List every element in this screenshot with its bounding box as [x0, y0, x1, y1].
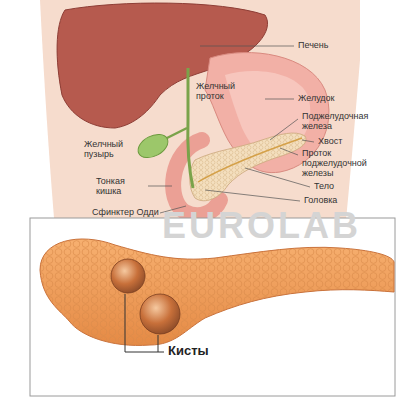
- part-label: Поджелудочная железа: [302, 112, 382, 132]
- part-label: Желчный пузырь: [84, 140, 134, 160]
- part-label: Желчный проток: [196, 82, 246, 102]
- cyst: [140, 294, 180, 334]
- part-label: Желудок: [298, 94, 388, 104]
- callout-label: Кисты: [168, 344, 248, 358]
- inset-frame: [30, 218, 395, 396]
- part-label: Головка: [304, 196, 384, 206]
- part-label: Проток поджелудочной железы: [302, 149, 378, 179]
- pancreas-closeup-texture: [40, 239, 394, 345]
- pancreas-texture: [190, 133, 306, 201]
- part-label: Сфинктер Одди: [92, 208, 172, 218]
- cyst-leaders: [125, 294, 164, 352]
- leader-lines: [148, 46, 314, 213]
- pancreatic-duct: [198, 138, 302, 182]
- part-label: Тонкая кишка: [96, 177, 146, 197]
- gallbladder: [134, 130, 172, 163]
- watermark: EUROLAB: [162, 208, 392, 244]
- pancreas-closeup: [40, 239, 394, 345]
- part-label: Печень: [298, 41, 388, 51]
- part-label: Тело: [314, 182, 384, 192]
- bile-duct: [188, 68, 193, 188]
- part-label: Хвост: [318, 137, 388, 147]
- pancreas: [190, 133, 306, 201]
- cyst: [111, 259, 145, 293]
